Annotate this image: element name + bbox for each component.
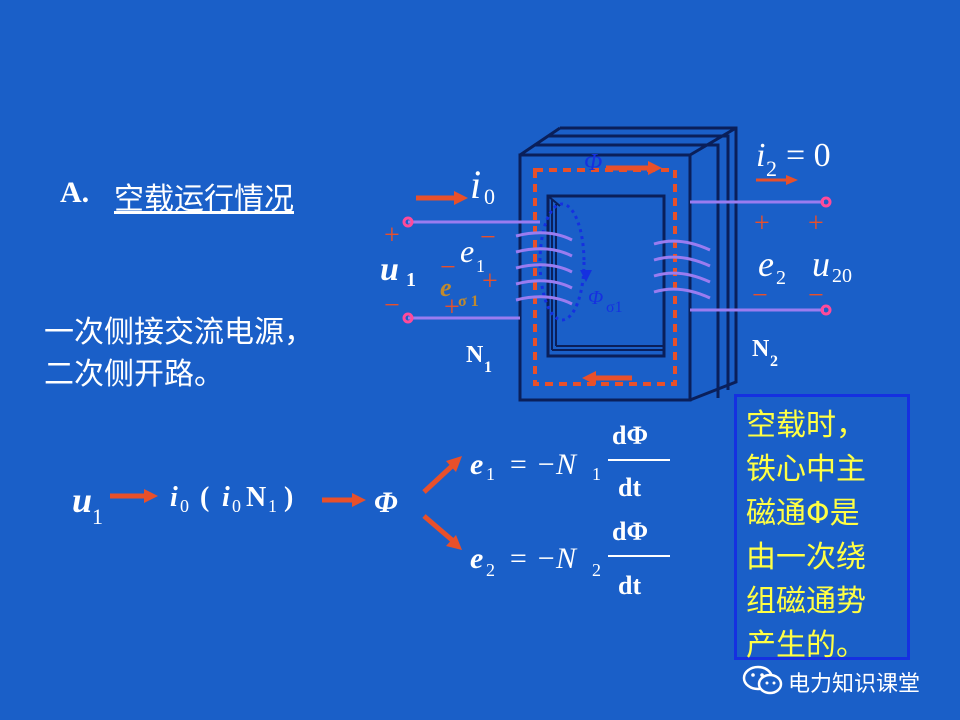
eq1-lhs-sub: 1 <box>486 464 495 484</box>
note-box <box>734 394 910 660</box>
eq1-mid-sub: 1 <box>592 464 601 484</box>
note-line: 铁心中主 <box>746 452 866 487</box>
note-line: 组磁通势 <box>746 584 866 619</box>
eq1-lhs: e <box>470 448 483 481</box>
phi-label: Φ <box>584 150 602 176</box>
n1-label: N <box>466 342 484 368</box>
core-window <box>546 194 666 358</box>
flow-arrow-up <box>422 456 462 494</box>
terminal-p2 <box>402 312 414 324</box>
eq1-mid: = −N <box>508 448 578 481</box>
eq2-num: dΦ <box>612 517 648 546</box>
flow-u1-sub: 1 <box>92 504 103 529</box>
n1-sub: 1 <box>484 359 492 376</box>
note-text: 空载时， 铁心中主 磁通Φ是 由一次绕 组磁通势 产生的。 <box>746 404 906 668</box>
flow-phi: Φ <box>374 486 398 519</box>
polarity-u20-minus: − <box>808 280 824 311</box>
i2-label: i <box>756 137 765 174</box>
e2-label: e <box>758 244 774 284</box>
note-line: 产生的。 <box>746 628 866 663</box>
leakage-flux-arrowhead <box>580 270 592 282</box>
flow-arrow-1 <box>110 489 158 503</box>
flow-i0: i <box>170 482 178 513</box>
flux-arrow-top <box>606 161 662 175</box>
section-title: 空载运行情况 <box>114 182 294 217</box>
u20-sub: 20 <box>832 265 852 287</box>
note-line: 磁通Φ是 <box>746 496 860 531</box>
n2-sub: 2 <box>770 353 778 370</box>
flow-paren-close: ) <box>284 482 293 513</box>
secondary-winding <box>653 200 824 312</box>
eq1-num: dΦ <box>612 421 648 450</box>
watermark-text: 电力知识课堂 <box>788 672 921 697</box>
i2-value: = 0 <box>786 137 831 174</box>
leakage-flux-loop <box>538 202 586 322</box>
u20-label: u <box>812 244 830 284</box>
flow-arrow-2 <box>322 493 366 507</box>
polarity-e1-minus: − <box>480 222 496 253</box>
description-line-1: 一次侧接交流电源， <box>44 315 314 350</box>
window-depth <box>547 195 664 357</box>
e-sigma-label: e <box>440 273 452 302</box>
note-line: 由一次绕 <box>746 540 866 575</box>
flow-u1: u <box>72 480 92 520</box>
flow-i0-sub: 0 <box>180 496 189 516</box>
section-letter: A. <box>60 176 90 209</box>
wechat-icon <box>742 665 783 695</box>
terminal-p1 <box>402 216 414 228</box>
terminal-s1 <box>820 196 832 208</box>
phi-sigma-sub: σ1 <box>606 299 623 316</box>
polarity-u1-plus: + <box>384 220 400 251</box>
polarity-e2-minus: − <box>752 280 768 311</box>
eq2-lhs: e <box>470 542 483 575</box>
e1-label: e <box>460 233 474 269</box>
terminal-s2 <box>820 304 832 316</box>
phi-sigma-label: Φ <box>588 287 603 309</box>
polarity-e1-plus: + <box>482 266 498 297</box>
description: 一次侧接交流电源， 二次侧开路。 <box>44 312 314 396</box>
u1-sub: 1 <box>406 269 416 291</box>
u1-label: u <box>380 251 399 288</box>
core-back-layers <box>519 126 738 402</box>
i2-arrow <box>756 175 798 185</box>
polarity-esigma-plus: + <box>444 292 460 323</box>
eq2-den: dt <box>618 571 641 600</box>
flow-paren-open: ( <box>200 482 209 513</box>
description-line-2: 二次侧开路。 <box>44 357 224 392</box>
e2-sub: 2 <box>776 267 786 289</box>
flow-arrow-down <box>422 514 462 550</box>
note-line: 空载时， <box>746 408 866 443</box>
e1-sub: 1 <box>476 256 485 276</box>
i0-label: i <box>470 162 481 207</box>
eq2-mid-sub: 2 <box>592 560 601 580</box>
eq2-lhs-sub: 2 <box>486 560 495 580</box>
flow-i0-b-sub: 0 <box>232 496 241 516</box>
polarity-u20-plus: + <box>808 208 824 239</box>
flux-arrow-bottom <box>582 371 632 385</box>
n2-label: N <box>752 336 770 362</box>
flow-n1: N <box>246 482 266 513</box>
flow-n1-sub: 1 <box>268 496 277 516</box>
e-sigma-sub: σ 1 <box>458 293 479 310</box>
i2-sub: 2 <box>766 156 777 181</box>
main-flux-path <box>533 168 677 386</box>
polarity-u1-minus: − <box>384 290 400 321</box>
eq2-mid: = −N <box>508 542 578 575</box>
polarity-e1-minus-2: − <box>440 252 456 283</box>
polarity-e2-plus: + <box>754 208 770 239</box>
eq1-den: dt <box>618 473 641 502</box>
primary-winding <box>408 220 573 320</box>
i0-sub: 0 <box>484 184 495 209</box>
flow-i0-b: i <box>222 482 230 513</box>
i0-arrow <box>416 191 468 205</box>
